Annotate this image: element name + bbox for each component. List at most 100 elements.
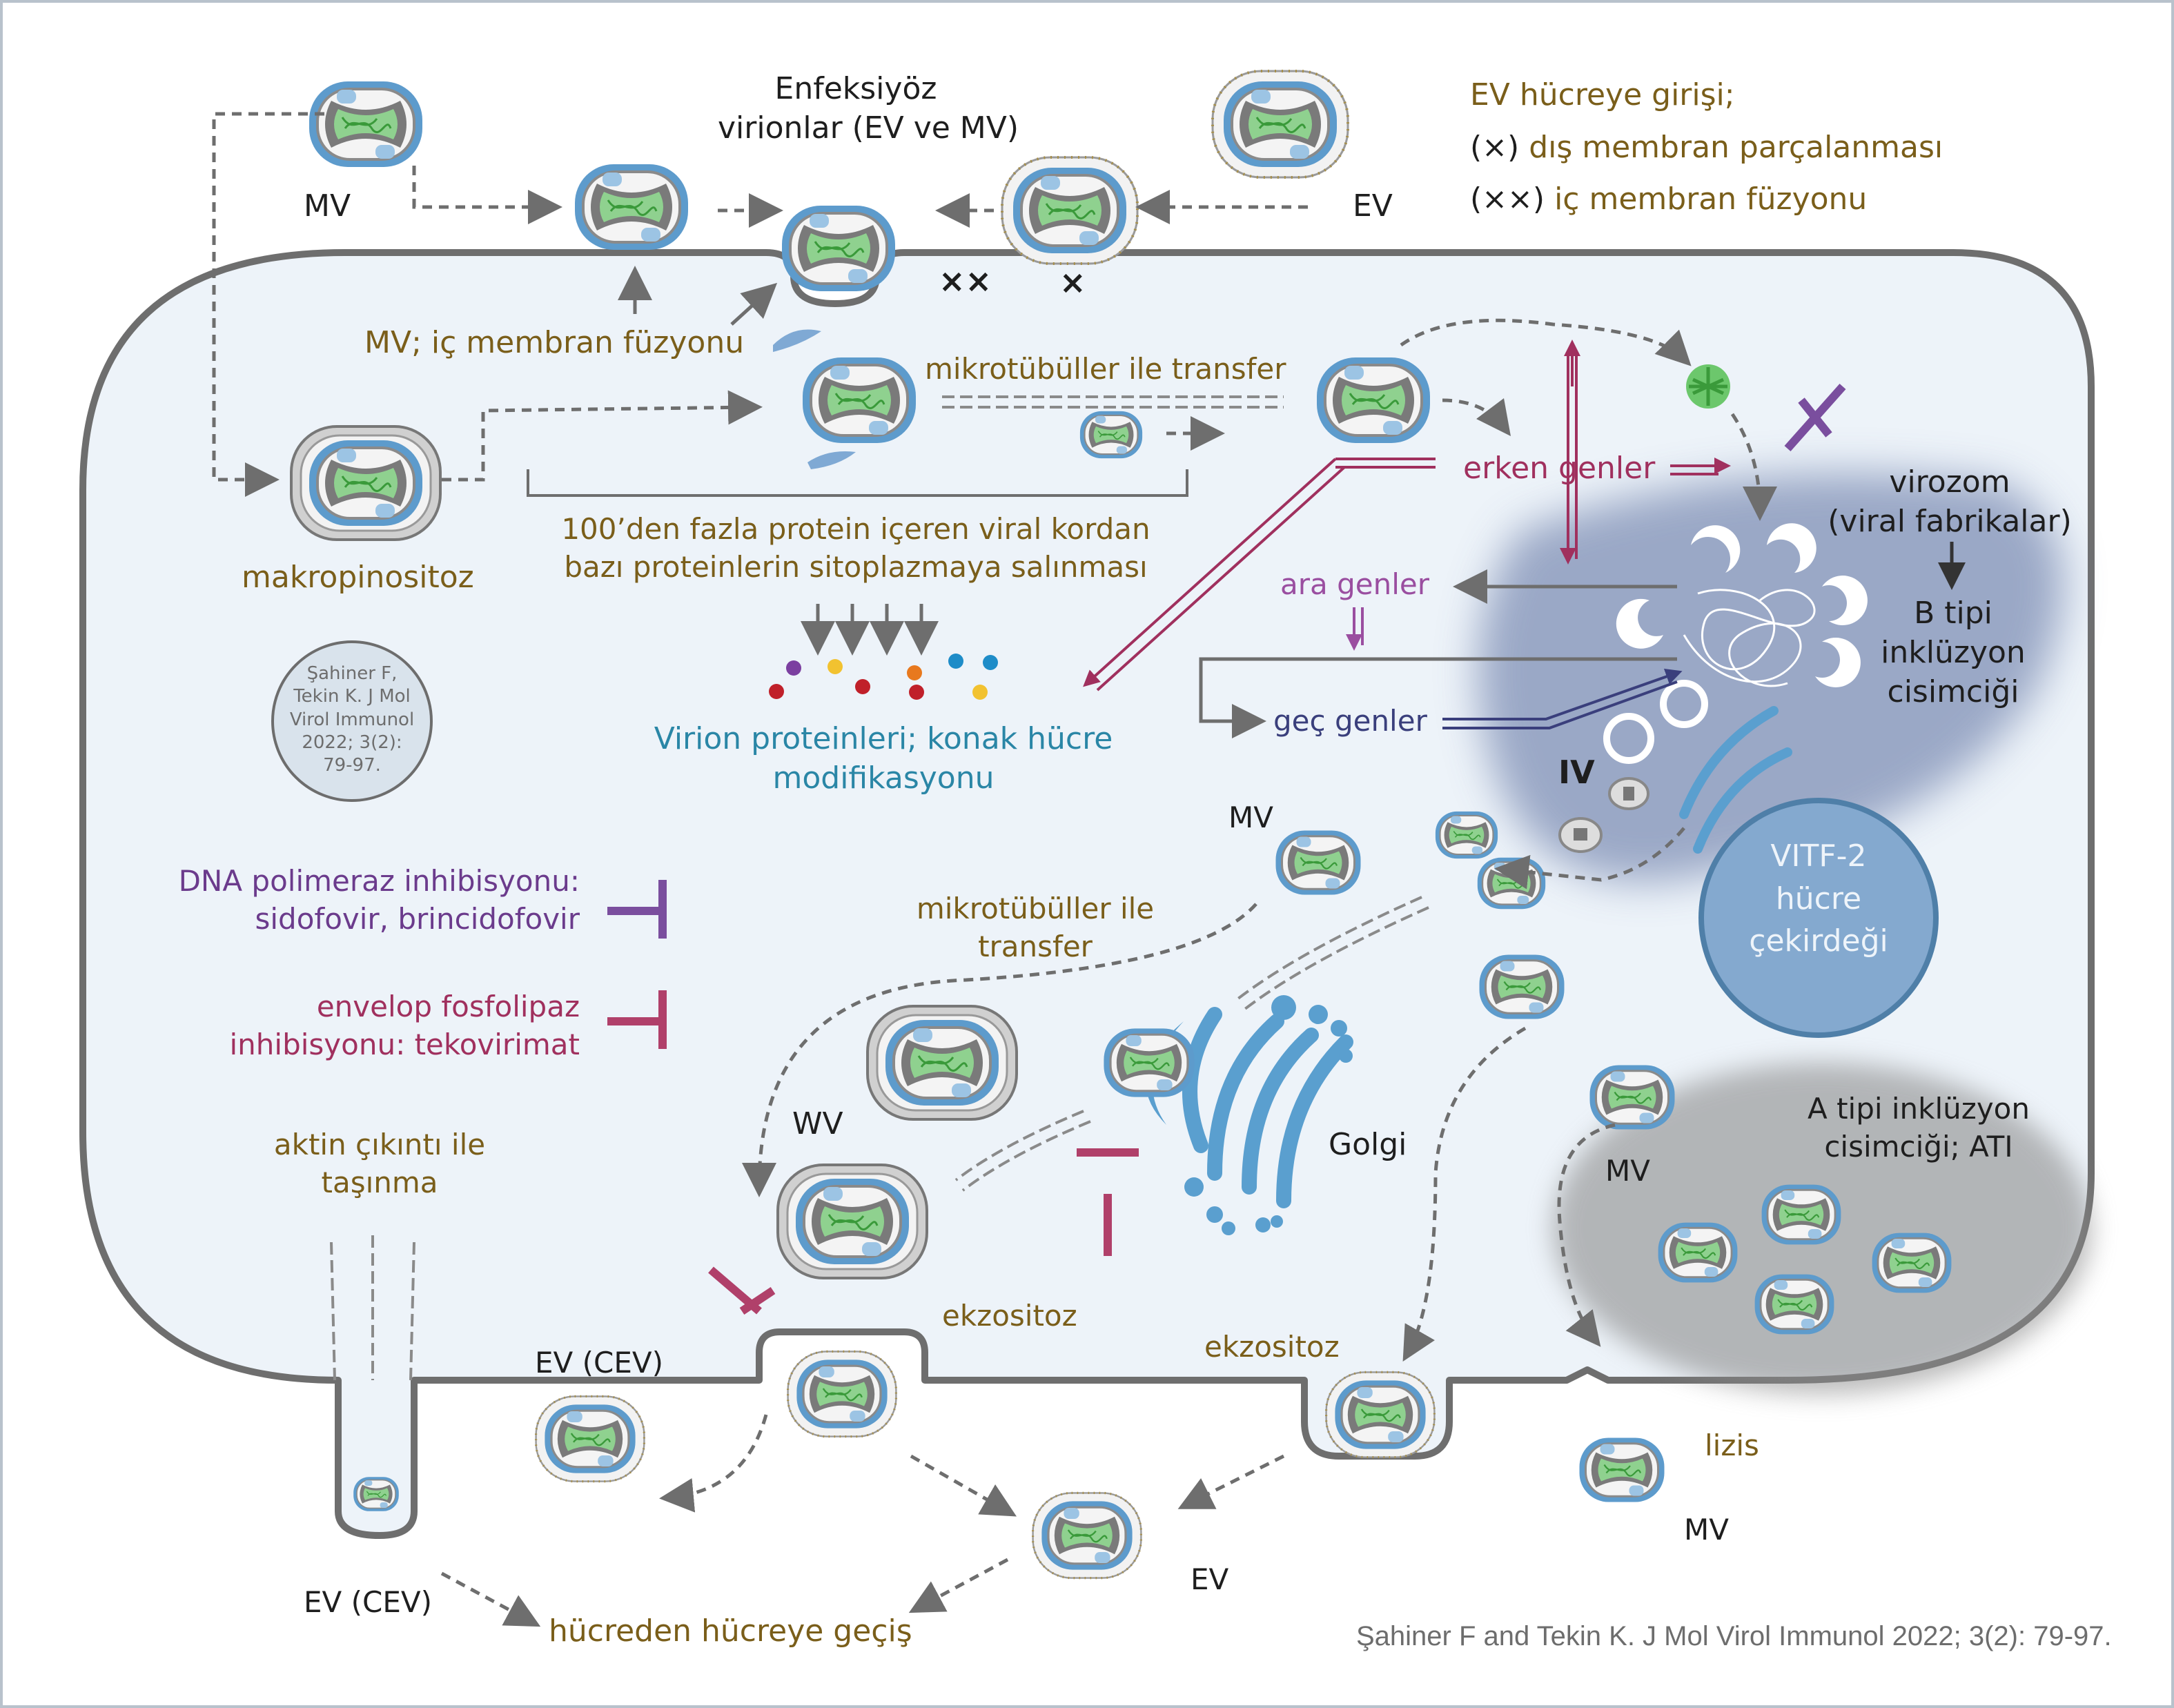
viral-core-transfer (1315, 356, 1431, 444)
label-lysis: lizis (1705, 1429, 1759, 1462)
label-ev-cev-bottom: EV (CEV) (304, 1585, 432, 1619)
core-release-line: 100’den fazla protein içeren viral korda… (561, 512, 1150, 546)
infectious-virions-title: Enfeksiyöz virionlar (EV ve MV) (718, 69, 1019, 148)
citation-badge-line: Tekin K. J Mol (293, 686, 411, 707)
virion-wv-upper (868, 1006, 1017, 1119)
envelope-line: envelop fosfolipaz (316, 990, 580, 1023)
label-virion-proteins: Virion proteinleri; konak hücre modifika… (621, 719, 1146, 798)
label-mv-right: MV (1605, 1154, 1650, 1188)
virion-in-ati (1754, 1273, 1835, 1335)
late-gene-arrow (1442, 669, 1683, 729)
label-virosome: virozom (viral fabrikalar) (1801, 462, 2098, 541)
actin-line: taşınma (321, 1165, 438, 1199)
label-wv: WV (792, 1106, 843, 1141)
label-mv-top: MV (304, 188, 351, 224)
virion-in-ati (1761, 1184, 1842, 1246)
virosome-line: (viral fabrikalar) (1828, 504, 2072, 540)
a-type-line: A tipi inklüzyon (1807, 1092, 2030, 1126)
intermediate-gene-arrow (1346, 607, 1364, 651)
label-iv: IV (1558, 754, 1595, 791)
label-macropinocytosis: makropinositoz (242, 560, 474, 595)
ev-entry-item-1: (×) dış membran parçalanması (1470, 121, 1943, 174)
virion-wrapping (1102, 1027, 1196, 1099)
citation-badge-text: Şahiner F, Tekin K. J Mol Virol Immunol … (276, 662, 428, 777)
label-microtubule-transfer-top: mikrotübüller ile transfer (925, 352, 1286, 386)
mark-outer-breakdown: × (1059, 264, 1086, 301)
virion-mv-right (1478, 954, 1565, 1020)
envelope-line: inhibisyonu: tekovirimat (229, 1027, 580, 1061)
dna-pol-line: sidofovir, brincidofovir (255, 901, 580, 936)
golgi-vesicles (1184, 995, 1353, 1235)
virion-ev-exocytosis (788, 1351, 897, 1436)
actin-line: aktin çıkıntı ile (273, 1128, 486, 1161)
label-microtubule-transfer-mid: mikrotübüller ile transfer (911, 890, 1159, 965)
virion-in-ati (1657, 1221, 1739, 1284)
membrane-fragment (807, 451, 856, 469)
virion-mv-mid (1275, 830, 1362, 896)
label-early-genes: erken genler (1463, 451, 1656, 486)
infectious-title-line: Enfeksiyöz (774, 71, 937, 106)
label-intermediate-genes: ara genler (1280, 567, 1429, 601)
citation-badge-line: 2022; 3(2): (302, 732, 402, 753)
label-golgi: Golgi (1329, 1127, 1407, 1162)
label-ev-cev-mid: EV (CEV) (535, 1346, 663, 1380)
virion-mv-top-left (308, 80, 424, 168)
ev-entry-text: dış membran parçalanması (1519, 129, 1943, 165)
ev-entry-title: EV hücreye girişi; (1470, 77, 1735, 112)
virion-protein-dots (769, 654, 998, 700)
label-actin-transport: aktin çıkıntı ile taşınma (235, 1126, 525, 1201)
virosome-line: virozom (1889, 464, 2010, 500)
label-dna-polymerase-inhibition: DNA polimeraz inhibisyonu: sidofovir, br… (166, 863, 580, 938)
virion-proteins-line: modifikasyonu (772, 760, 995, 796)
ev-entry-text: iç membran füzyonu (1545, 181, 1868, 217)
label-core-release: 100’den fazla protein içeren viral korda… (531, 511, 1180, 586)
label-b-type-inclusion: B tipi inklüzyon cisimciği (1857, 593, 2050, 712)
virion-iv-maturing (1434, 810, 1499, 860)
crescents (1603, 523, 1868, 764)
viral-core-small (1079, 410, 1144, 460)
microtubule-mid-line: mikrotübüller ile (916, 892, 1155, 925)
label-ev-top: EV (1353, 188, 1393, 224)
virion-ev-cev (536, 1396, 645, 1481)
nucleus-line: VITF-2 (1770, 838, 1867, 874)
nucleus-line: çekirdeği (1749, 923, 1888, 959)
immature-virion-particles (1558, 777, 1649, 853)
dashed-arrows (212, 112, 1777, 1627)
label-exocytosis-left: ekzositoz (942, 1299, 1077, 1333)
endoplasmic-reticulum (1679, 706, 1792, 854)
core-release-bracket (527, 469, 1188, 497)
membrane-fragment (773, 329, 821, 352)
microtubule-lines (330, 395, 1429, 1381)
virion-proteins-line: Virion proteinleri; konak hücre (654, 721, 1113, 756)
label-mv-fusion: MV; iç membran füzyonu (364, 325, 745, 360)
citation-badge-line: Virol Immunol (289, 709, 415, 730)
core-release-line: bazı proteinlerin sitoplazmaya salınması (564, 549, 1148, 584)
label-envelope-inhibition: envelop fosfolipaz inhibisyonu: tekoviri… (166, 988, 580, 1063)
virion-mv-entering (574, 163, 689, 251)
ev-entry-symbol: (××) (1470, 181, 1545, 217)
virion-fused-at-membrane (781, 204, 897, 293)
virion-in-actin-tail (353, 1476, 400, 1512)
citation-badge-line: 79-97. (323, 755, 381, 776)
ev-entry-symbol: (×) (1470, 129, 1520, 165)
label-mv-mid: MV (1228, 801, 1273, 834)
virion-mv-lysis (1578, 1437, 1665, 1503)
virion-wv-lower (778, 1165, 927, 1278)
label-ev-bottom: EV (1191, 1562, 1229, 1596)
virion-in-ati (1871, 1232, 1952, 1294)
citation-badge (271, 640, 433, 802)
inhibitor-symbols (607, 384, 1846, 1315)
infectious-title-line: virionlar (EV ve MV) (718, 110, 1019, 146)
citation-badge-line: Şahiner F, (306, 663, 398, 684)
label-exocytosis-right: ekzositoz (1204, 1330, 1340, 1364)
footer-citation: Şahiner F and Tekin K. J Mol Virol Immun… (1356, 1621, 2112, 1651)
b-type-line: inklüzyon (1881, 635, 2026, 671)
b-type-line: cisimciği (1887, 674, 2019, 710)
label-nucleus: VITF-2 hücre çekirdeği (1701, 835, 1936, 963)
viral-factory-blob (1686, 364, 1730, 409)
virion-ev-bottom (1033, 1493, 1142, 1578)
label-late-genes: geç genler (1273, 704, 1427, 738)
label-mv-bottom: MV (1684, 1513, 1729, 1547)
b-type-line: B tipi (1914, 596, 1992, 631)
